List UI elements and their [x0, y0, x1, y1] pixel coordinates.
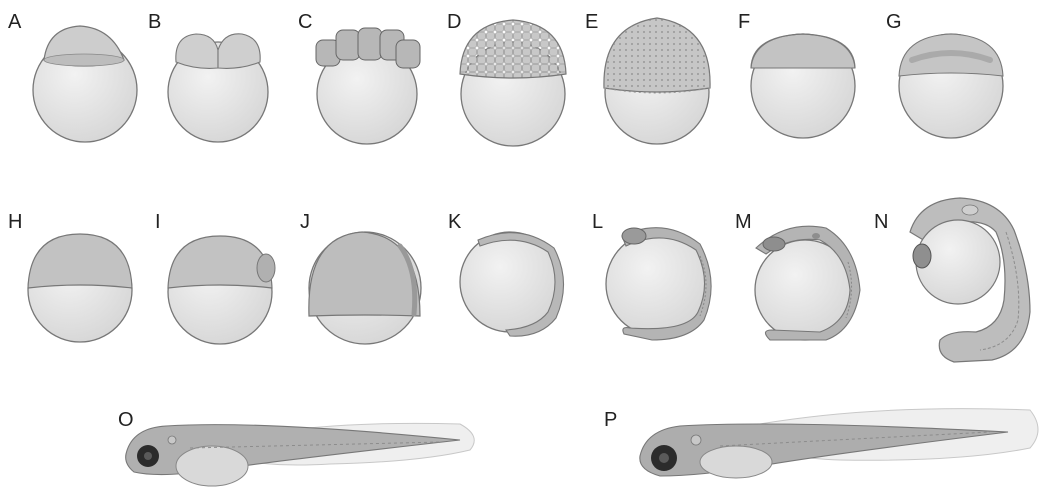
pupil	[144, 452, 152, 460]
eye	[913, 244, 931, 268]
panel-a: A	[8, 11, 137, 142]
panel-label-l: L	[592, 211, 603, 233]
panel-h: H	[8, 211, 132, 342]
panel-label-k: K	[448, 211, 462, 233]
panel-l: L	[592, 211, 711, 340]
panel-e: E	[585, 11, 710, 144]
panel-f: F	[738, 11, 855, 138]
panel-label-i: I	[155, 211, 161, 233]
panel-j: J	[300, 211, 421, 344]
panel-label-f: F	[738, 11, 750, 33]
panel-label-d: D	[447, 11, 461, 33]
otic-vesicle	[691, 435, 701, 445]
blastoderm	[28, 234, 132, 288]
eye	[763, 237, 785, 251]
otic-vesicle	[962, 205, 978, 215]
panel-m: M	[735, 211, 860, 340]
blastomere-left	[176, 34, 218, 68]
blastoderm	[309, 232, 420, 316]
panel-label-o: O	[118, 409, 134, 431]
panel-g: G	[886, 11, 1003, 138]
panel-label-m: M	[735, 211, 752, 233]
panel-i: I	[155, 211, 275, 344]
panel-label-j: J	[300, 211, 310, 233]
cell-mound	[460, 20, 566, 78]
panel-k: K	[448, 211, 564, 336]
yolk-sac	[176, 446, 248, 486]
otic-vesicle	[168, 436, 176, 444]
panel-n: N	[874, 198, 1030, 362]
panel-d: D	[447, 11, 566, 146]
panel-b: B	[148, 11, 268, 142]
blastoderm	[751, 34, 855, 68]
cell-texture	[604, 18, 710, 92]
blastoderm	[168, 236, 272, 288]
panel-label-c: C	[298, 11, 312, 33]
panel-label-n: N	[874, 211, 888, 233]
panel-label-b: B	[148, 11, 161, 33]
pupil	[659, 453, 669, 463]
swim-bladder-yolk	[700, 446, 772, 478]
panel-label-a: A	[8, 11, 22, 33]
embryonic-shield	[257, 254, 275, 282]
blastomere	[358, 28, 382, 60]
panel-label-p: P	[604, 409, 617, 431]
panel-label-g: G	[886, 11, 902, 33]
panel-p: P	[604, 409, 1038, 478]
panel-label-h: H	[8, 211, 22, 233]
blastomere	[336, 30, 360, 60]
blastomere	[396, 40, 420, 68]
head-region	[622, 228, 646, 244]
panel-o: O	[118, 409, 474, 486]
panel-label-e: E	[585, 11, 598, 33]
otic-vesicle	[812, 233, 820, 239]
panel-c: C	[298, 11, 420, 144]
blastomere-right	[218, 34, 260, 69]
cytoplasm-layer	[44, 54, 124, 66]
